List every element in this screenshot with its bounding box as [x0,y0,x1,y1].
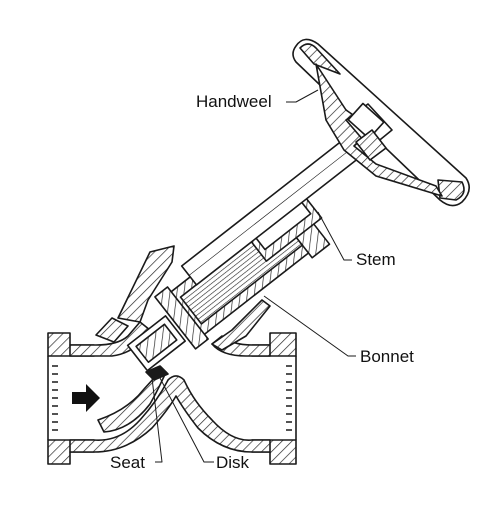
handwheel-label: Handweel [196,92,272,111]
flow-direction-arrow [72,384,100,412]
handwheel [292,38,470,207]
leader-lines [151,89,356,463]
disk [145,365,169,381]
body-neck [95,245,271,351]
stem-label: Stem [356,250,396,269]
disk-holder [126,315,186,372]
seat-label: Seat [110,453,145,472]
bonnet-label: Bonnet [360,347,414,366]
disk-label: Disk [216,453,250,472]
